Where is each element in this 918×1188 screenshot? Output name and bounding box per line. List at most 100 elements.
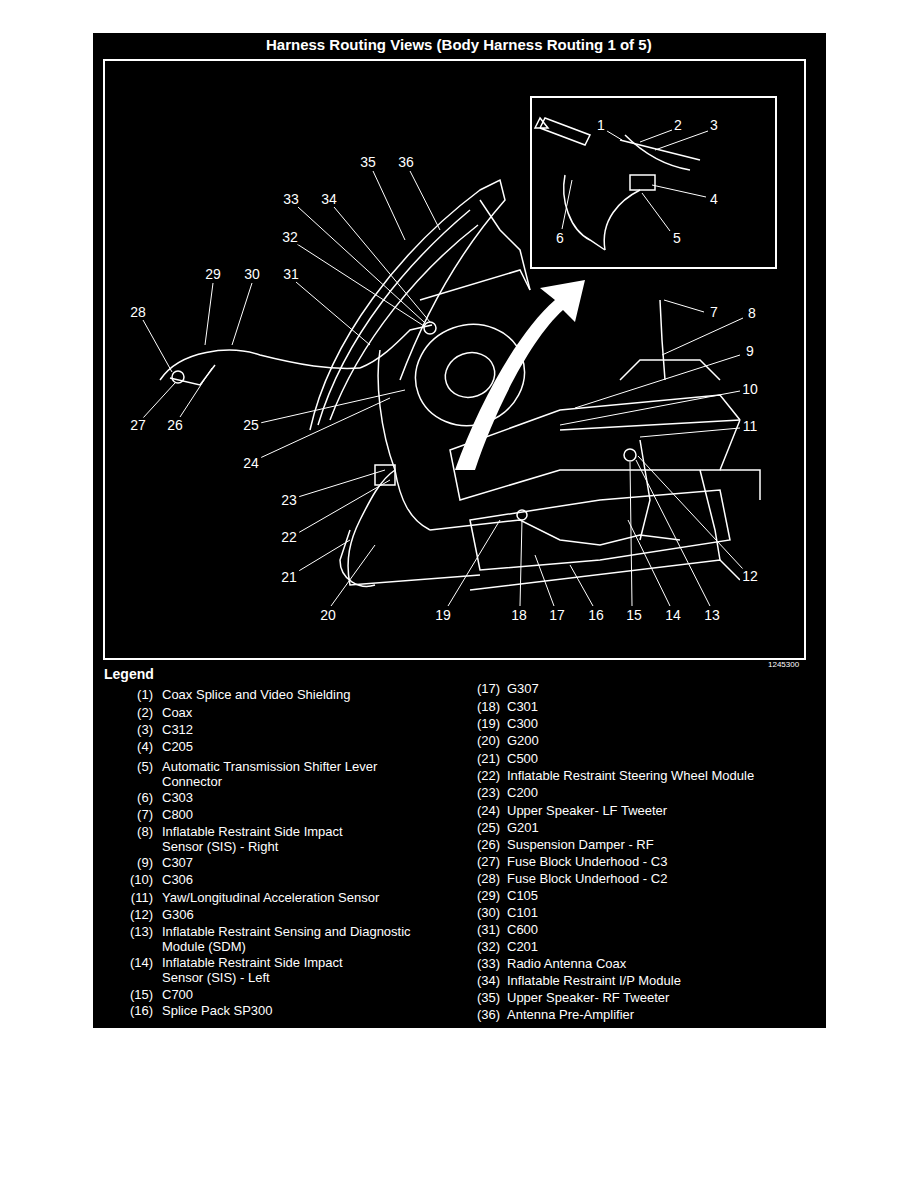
legend-number: (26)	[440, 837, 500, 852]
legend-number: (22)	[440, 768, 500, 783]
callout-number: 22	[279, 530, 299, 545]
legend-number: (20)	[440, 733, 500, 748]
legend-number: (3)	[93, 722, 153, 737]
diagram-title: Harness Routing Views (Body Harness Rout…	[266, 37, 652, 52]
legend-text: C500	[507, 751, 538, 766]
leader-lines	[143, 130, 743, 606]
legend-text: Fuse Block Underhood - C2	[507, 871, 667, 886]
legend-number: (7)	[93, 807, 153, 822]
callout-number: 23	[279, 493, 299, 508]
callout-number: 14	[663, 608, 683, 623]
legend-number: (18)	[440, 699, 500, 714]
legend-text: Inflatable Restraint Steering Wheel Modu…	[507, 768, 754, 783]
legend-text: C105	[507, 888, 538, 903]
legend-text: G200	[507, 733, 539, 748]
callout-number: 10	[740, 382, 760, 397]
callout-number: 18	[509, 608, 529, 623]
legend-number: (35)	[440, 990, 500, 1005]
legend-text: Inflatable Restraint Side Impact Sensor …	[162, 955, 377, 985]
legend-number: (21)	[440, 751, 500, 766]
callout-number: 29	[203, 267, 223, 282]
legend-text: Upper Speaker- RF Tweeter	[507, 990, 669, 1005]
legend-number: (28)	[440, 871, 500, 886]
legend-number: (24)	[440, 803, 500, 818]
callout-number: 13	[702, 608, 722, 623]
legend-number: (33)	[440, 956, 500, 971]
vehicle-drawing	[160, 135, 760, 590]
legend-number: (8)	[93, 824, 153, 839]
legend-number: (5)	[93, 759, 153, 774]
callout-number: 16	[586, 608, 606, 623]
legend-text: Splice Pack SP300	[162, 1003, 273, 1018]
callout-number: 30	[242, 267, 262, 282]
legend-number: (13)	[93, 924, 153, 939]
callout-number: 4	[708, 192, 720, 207]
legend-text: Suspension Damper - RF	[507, 837, 654, 852]
legend-text: C201	[507, 939, 538, 954]
view-frame	[104, 60, 805, 659]
legend-number: (32)	[440, 939, 500, 954]
callout-number: 5	[671, 231, 683, 246]
legend-text: C312	[162, 722, 193, 737]
legend-number: (6)	[93, 790, 153, 805]
callout-number: 31	[281, 267, 301, 282]
legend-text: Antenna Pre-Amplifier	[507, 1007, 634, 1022]
legend-text: Automatic Transmission Shifter Lever Con…	[162, 759, 407, 789]
front-arrow	[535, 118, 590, 145]
legend-text: G307	[507, 681, 539, 696]
callout-number: 24	[241, 456, 261, 471]
legend-text: C600	[507, 922, 538, 937]
legend-text: Inflatable Restraint Sensing and Diagnos…	[162, 924, 432, 954]
callout-number: 12	[740, 569, 760, 584]
legend-number: (31)	[440, 922, 500, 937]
legend-number: (16)	[93, 1003, 153, 1018]
callout-number: 36	[396, 155, 416, 170]
callout-number: 21	[279, 570, 299, 585]
callout-number: 26	[165, 418, 185, 433]
legend-text: Radio Antenna Coax	[507, 956, 626, 971]
legend-text: G306	[162, 907, 194, 922]
callout-number: 34	[319, 192, 339, 207]
legend-number: (23)	[440, 785, 500, 800]
view-arrow	[455, 280, 585, 470]
callout-number: 6	[554, 231, 566, 246]
legend-text: C300	[507, 716, 538, 731]
callout-number: 11	[741, 419, 760, 434]
legend-number: (14)	[93, 955, 153, 970]
callout-number: 8	[746, 306, 758, 321]
legend-text: Coax	[162, 705, 192, 720]
legend-text: Fuse Block Underhood - C3	[507, 854, 667, 869]
legend-number: (9)	[93, 855, 153, 870]
callout-number: 9	[744, 344, 756, 359]
legend-number: (27)	[440, 854, 500, 869]
legend-text: Yaw/Longitudinal Acceleration Sensor	[162, 890, 379, 905]
legend-number: (4)	[93, 739, 153, 754]
callout-number: 33	[281, 192, 301, 207]
legend-text: G201	[507, 820, 539, 835]
legend-text: C200	[507, 785, 538, 800]
callout-number: 25	[241, 418, 261, 433]
legend-number: (10)	[93, 872, 153, 887]
callout-number: 19	[433, 608, 453, 623]
legend-text: Upper Speaker- LF Tweeter	[507, 803, 667, 818]
legend-number: (1)	[93, 687, 153, 702]
legend-text: C301	[507, 699, 538, 714]
legend-number: (19)	[440, 716, 500, 731]
legend-number: (17)	[440, 681, 500, 696]
legend-number: (25)	[440, 820, 500, 835]
legend-number: (2)	[93, 705, 153, 720]
legend-text: C307	[162, 855, 193, 870]
legend-text: Coax Splice and Video Shielding	[162, 687, 350, 702]
legend-number: (15)	[93, 987, 153, 1002]
legend-number: (11)	[93, 890, 153, 905]
callout-number: 1	[595, 118, 607, 133]
callout-number: 7	[708, 305, 720, 320]
legend-text: C700	[162, 987, 193, 1002]
legend-number: (12)	[93, 907, 153, 922]
callout-number: 15	[624, 608, 644, 623]
callout-number: 3	[708, 118, 720, 133]
legend-number: (34)	[440, 973, 500, 988]
callout-number: 28	[128, 305, 148, 320]
legend-text: C306	[162, 872, 193, 887]
inset-frame	[531, 97, 776, 268]
